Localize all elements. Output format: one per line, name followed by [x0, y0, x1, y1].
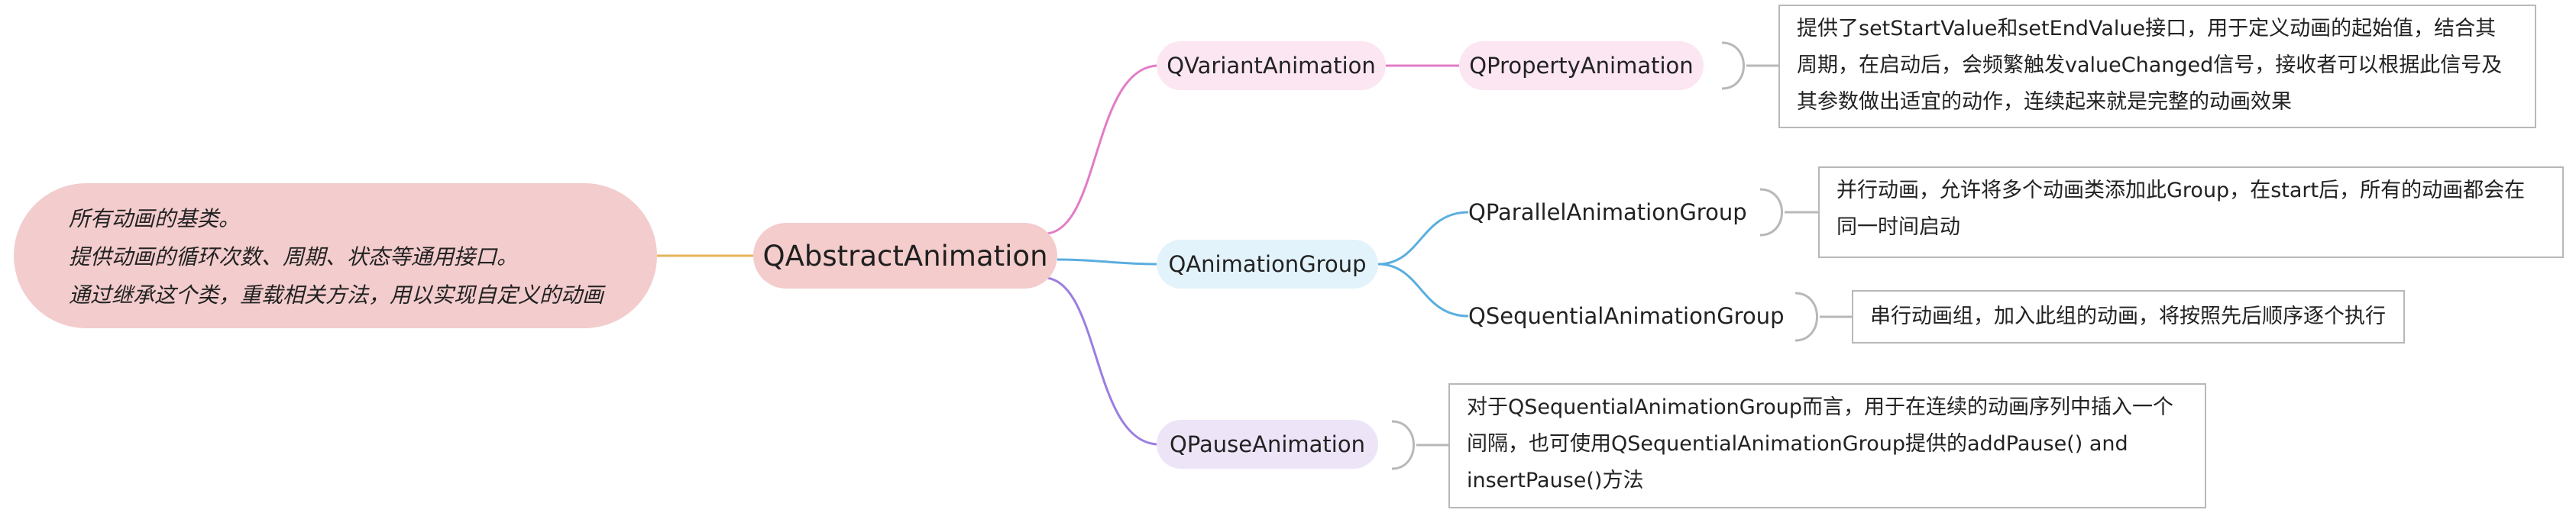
connector-group-sequential [1377, 263, 1469, 318]
note-bracket-pause [1391, 420, 1448, 470]
node-label: QVariantAnimation [1167, 53, 1376, 79]
node-label: QAnimationGroup [1168, 251, 1367, 277]
connector-group-parallel [1377, 211, 1469, 266]
node-label: QSequentialAnimationGroup [1468, 303, 1785, 329]
node-animation-group[interactable]: QAnimationGroup [1157, 240, 1378, 289]
note-sequential-animation-group: 串行动画组，加入此组的动画，将按照先后顺序逐个执行 [1852, 290, 2405, 344]
note-line: insertPause()方法 [1467, 469, 1644, 492]
node-variant-animation[interactable]: QVariantAnimation [1157, 41, 1386, 90]
connector-root-group [1057, 258, 1157, 266]
note-line: 对于QSequentialAnimationGroup而言，用于在连续的动画序列… [1467, 395, 2173, 419]
root-label: QAbstractAnimation [762, 239, 1048, 273]
root-note: 所有动画的基类。 提供动画的循环次数、周期、状态等通用接口。 通过继承这个类，重… [14, 183, 657, 328]
note-line: 周期，在启动后，会频繁触发valueChanged信号，接收者可以根据此信号及 [1797, 53, 2503, 77]
connector-root-pause [1046, 276, 1157, 446]
note-property-animation: 提供了setStartValue和setEndValue接口，用于定义动画的起始… [1778, 5, 2536, 128]
note-bracket-parallel [1759, 188, 1818, 237]
node-label: QPropertyAnimation [1469, 53, 1694, 79]
node-label: QPauseAnimation [1170, 431, 1365, 457]
note-bracket-sequential [1794, 292, 1852, 342]
note-line: 同一时间启动 [1837, 215, 1960, 239]
node-pause-animation[interactable]: QPauseAnimation [1157, 420, 1378, 469]
note-line: 串行动画组，加入此组的动画，将按照先后顺序逐个执行 [1870, 305, 2386, 328]
node-parallel-animation-group[interactable]: QParallelAnimationGroup [1468, 189, 1747, 235]
root-node[interactable]: QAbstractAnimation [753, 223, 1057, 289]
root-note-line: 提供动画的循环次数、周期、状态等通用接口。 [69, 244, 519, 269]
root-note-line: 通过继承这个类，重载相关方法，用以实现自定义的动画 [69, 282, 604, 308]
note-line: 其参数做出适宜的动作，连续起来就是完整的动画效果 [1797, 90, 2292, 114]
root-note-line: 所有动画的基类。 [69, 206, 241, 231]
node-sequential-animation-group[interactable]: QSequentialAnimationGroup [1468, 293, 1789, 339]
note-parallel-animation-group: 并行动画，允许将多个动画类添加此Group，在start后，所有的动画都会在 同… [1818, 166, 2564, 258]
node-label: QParallelAnimationGroup [1468, 199, 1747, 225]
note-line: 提供了setStartValue和setEndValue接口，用于定义动画的起始… [1797, 17, 2497, 40]
note-pause-animation: 对于QSequentialAnimationGroup而言，用于在连续的动画序列… [1448, 383, 2206, 508]
connector-root-variant [1046, 64, 1157, 235]
node-property-animation[interactable]: QPropertyAnimation [1459, 41, 1704, 90]
note-line: 间隔，也可使用QSequentialAnimationGroup提供的addPa… [1467, 432, 2128, 456]
note-bracket-property [1721, 41, 1778, 90]
note-line: 并行动画，允许将多个动画类添加此Group，在start后，所有的动画都会在 [1837, 179, 2526, 202]
